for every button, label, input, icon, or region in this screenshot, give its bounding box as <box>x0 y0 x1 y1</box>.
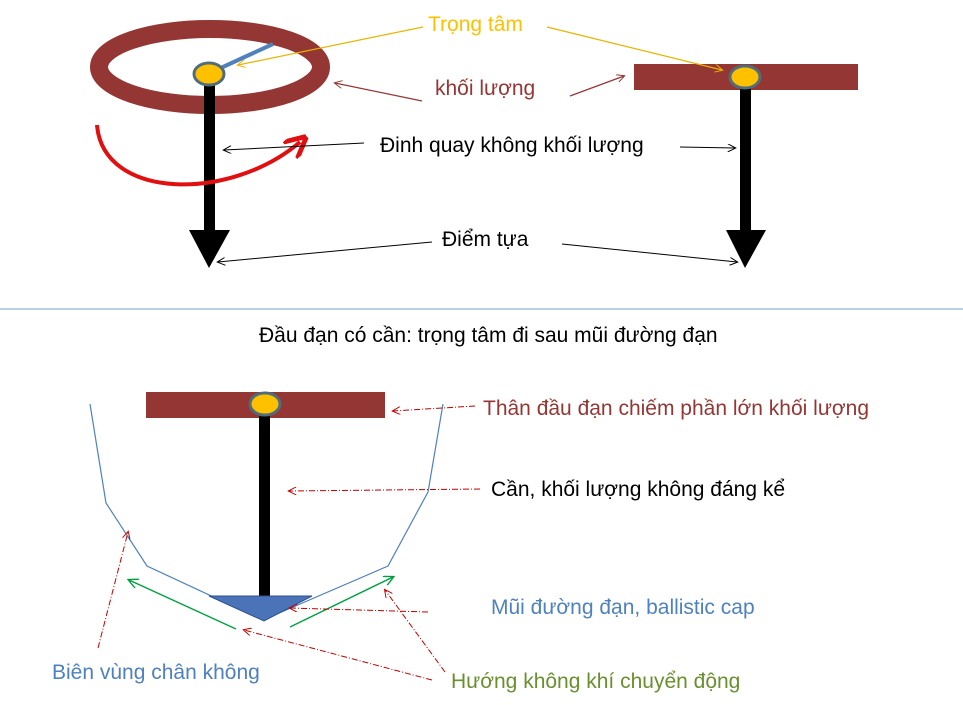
vacuum-leader-cap <box>244 630 433 681</box>
label-warhead-body: Thân đầu đạn chiếm phần lớn khối lượng <box>483 397 869 420</box>
right-pivot-stem <box>740 86 751 236</box>
warhead-assembly <box>89 391 444 630</box>
label-pivot-point: Điểm tựa <box>442 228 529 251</box>
bottom-center-of-gravity <box>248 391 282 417</box>
left-center-of-gravity <box>192 61 226 87</box>
airflow-arrow-right <box>289 577 393 628</box>
label-center-of-gravity: Trọng tâm <box>428 13 523 36</box>
pivot-leader-right <box>679 147 735 148</box>
cog-leader-right <box>546 26 722 70</box>
label-vacuum-boundary: Biên vùng chân không <box>52 661 260 684</box>
airflow-leader <box>385 590 446 673</box>
left-pivot-stem <box>204 80 215 235</box>
cap-leader <box>290 608 429 613</box>
body-leader <box>393 405 476 411</box>
rotation-arrow <box>95 124 300 187</box>
right-pivot-tip <box>726 230 766 268</box>
pivot-leader-left <box>224 142 365 150</box>
rod-leader <box>289 489 481 491</box>
cog-leader-left <box>238 26 424 65</box>
bottom-title: Đầu đạn có cần: trọng tâm đi sau mũi đườ… <box>259 324 718 347</box>
airflow-arrow-left <box>129 580 237 630</box>
right-center-of-gravity <box>728 64 762 90</box>
point-leader-left <box>218 241 433 262</box>
ring-assembly <box>90 20 330 268</box>
ballistic-cap-shape <box>208 595 313 622</box>
point-leader-right <box>561 243 737 262</box>
rod <box>259 414 270 600</box>
mass-leader-right <box>569 76 624 97</box>
bar-assembly <box>634 64 858 268</box>
left-pivot-tip <box>189 230 230 268</box>
mass-leader-left <box>335 83 423 102</box>
label-massless-pivot: Đinh quay không khối lượng <box>380 134 644 157</box>
label-mass: khối lượng <box>435 77 535 100</box>
label-airflow-direction: Hướng không khí chuyển động <box>451 670 740 693</box>
bottom-leaders <box>97 405 481 681</box>
vacuum-leader-up <box>97 532 128 649</box>
label-rod: Cần, khối lượng không đáng kể <box>491 478 785 501</box>
label-ballistic-cap: Mũi đường đạn, ballistic cap <box>491 596 755 619</box>
